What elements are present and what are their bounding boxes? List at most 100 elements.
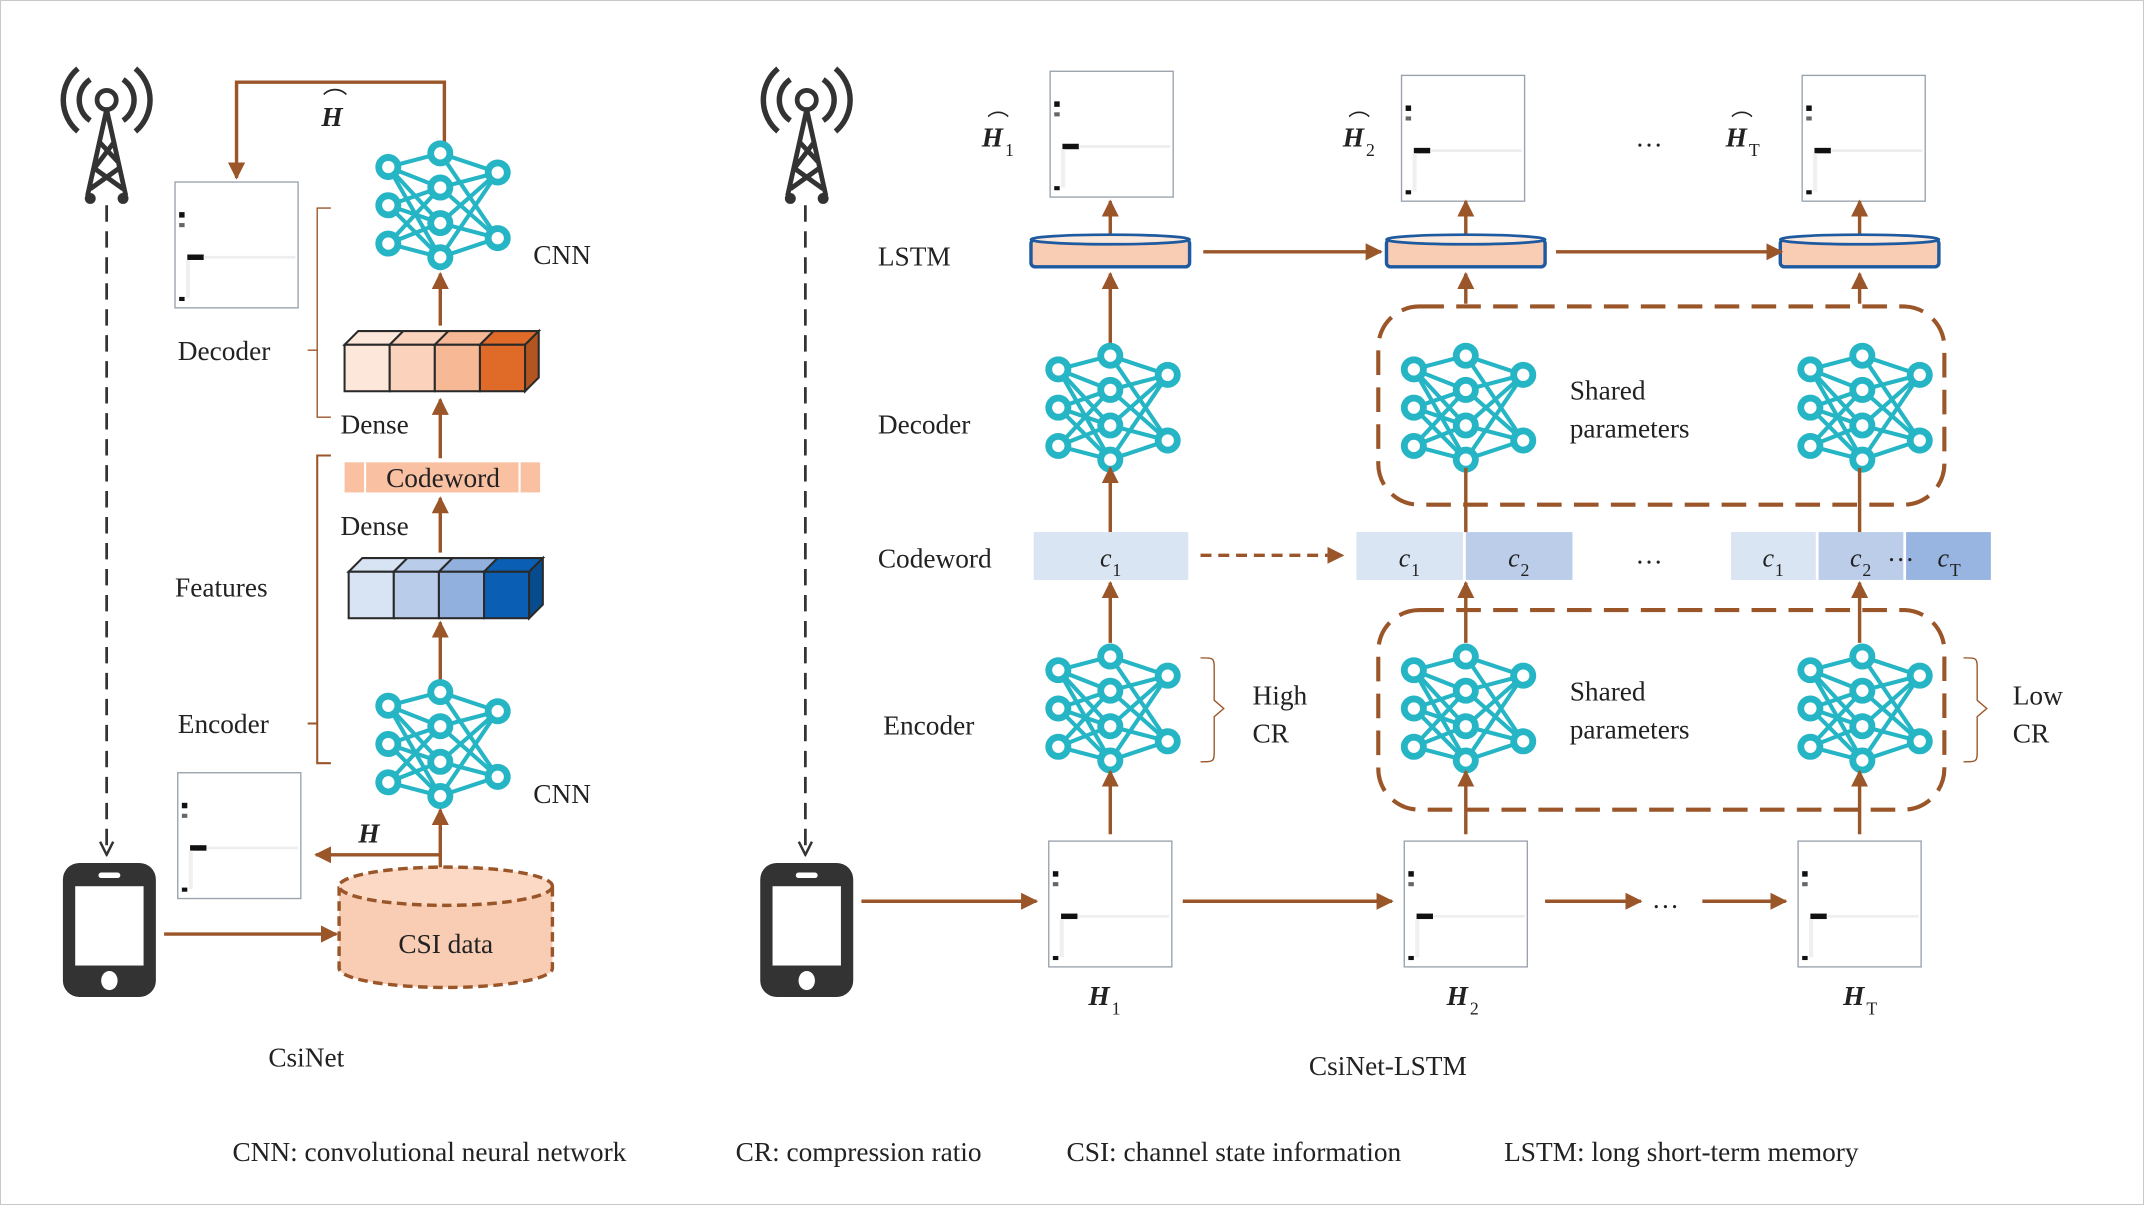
codeword-subscript: 1 [1411, 560, 1420, 580]
shared-params-decoder-line2: parameters [1570, 414, 1690, 444]
user-phone-icon-right [760, 862, 854, 997]
reconstructed-csi-image [173, 180, 300, 310]
features-label: Features [175, 572, 268, 602]
decoder-net-t [1801, 346, 1930, 469]
codeword-subscript: 2 [1862, 560, 1871, 580]
row-label-codeword: Codeword [878, 544, 992, 574]
svg-text:H: H [1725, 122, 1748, 152]
input-csi-image [176, 771, 303, 900]
row-label-lstm: LSTM [878, 241, 951, 271]
dense-bottom-label: Dense [340, 511, 408, 541]
low-cr-line1: Low [2013, 680, 2063, 710]
h-label: H [357, 818, 380, 848]
shared-params-encoder-line1: Shared [1570, 676, 1646, 706]
user-phone-icon [62, 862, 156, 997]
svg-text:H: H [1842, 981, 1865, 1011]
lstm-cells [1029, 233, 1941, 269]
low-cr-bracket [1963, 657, 1988, 763]
codeword-symbol: c [1850, 543, 1862, 572]
svg-text:⌒: ⌒ [987, 111, 1009, 135]
output-csi-image-t [1800, 74, 1927, 203]
codeword-symbol: c [1100, 543, 1112, 572]
svg-text:H: H [1087, 981, 1110, 1011]
encoder-cnn-icon [379, 682, 508, 805]
encoder-net-t [1801, 647, 1930, 770]
codeword-symbol: c [1508, 543, 1520, 572]
cube-face [392, 570, 440, 620]
output-label-2: ⌒ H 2 [1342, 111, 1375, 160]
legend-item-cr: CR: compression ratio [736, 1137, 982, 1167]
cube-face [343, 343, 391, 393]
cnn-top-label: CNN [533, 240, 591, 270]
decoder-cnn-icon [379, 144, 508, 267]
output-csi-image-2 [1400, 74, 1526, 203]
low-cr-line2: CR [2013, 719, 2050, 749]
output-label-t: ⌒ H T [1725, 111, 1760, 160]
cube-face [437, 570, 486, 620]
output-ellipsis: … [1635, 122, 1662, 152]
feedback-arrow [228, 80, 447, 180]
cube-face [478, 343, 527, 393]
decoder-net-1 [1049, 346, 1178, 469]
decoder-label: Decoder [178, 336, 271, 366]
row-label-encoder: Encoder [883, 710, 974, 740]
cnn-bottom-label: CNN [533, 779, 591, 809]
codeword-inner-ellipsis: … [1887, 537, 1914, 567]
right-panel: LSTM Decoder Codeword Encoder ⌒ H 1 ⌒ H … [760, 69, 2063, 1081]
legend-item-cnn: CNN: convolutional neural network [232, 1137, 626, 1167]
row-label-decoder: Decoder [878, 410, 971, 440]
output-csi-image-1 [1048, 69, 1175, 199]
encoder-bracket [307, 454, 331, 765]
decoder-bracket [307, 207, 331, 418]
base-station-icon-right [763, 69, 850, 203]
svg-text:H: H [1446, 981, 1469, 1011]
input-ellipsis: … [1652, 884, 1679, 914]
input-csi-image-2 [1402, 839, 1529, 969]
codeword-symbol: c [1938, 543, 1950, 572]
encoder-features-block [346, 555, 546, 621]
codeword-subscript: 1 [1112, 560, 1121, 580]
svg-text:2: 2 [1366, 140, 1375, 160]
codeword-subscript: T [1950, 560, 1961, 580]
shared-params-decoder-line1: Shared [1570, 375, 1646, 405]
cube-face [483, 570, 531, 620]
codeword-symbol: c [1763, 543, 1775, 572]
shared-decoder-box [1376, 304, 1947, 507]
hat-accent: ⌒ [323, 88, 348, 116]
left-codeword-bar [344, 462, 541, 493]
legend-item-csi: CSI: channel state information [1067, 1137, 1402, 1167]
codeword-label: Codeword [386, 463, 500, 493]
encoder-net-2 [1404, 647, 1533, 770]
csinet-lstm-caption: CsiNet-LSTM [1309, 1051, 1467, 1081]
shared-params-encoder-line2: parameters [1570, 715, 1690, 745]
cube-side [524, 328, 540, 394]
output-label-1: ⌒ H 1 [981, 111, 1014, 160]
base-station-icon [63, 69, 150, 203]
decoder-dense-block [342, 328, 542, 394]
input-csi-image-1 [1047, 839, 1174, 969]
high-cr-bracket [1200, 657, 1225, 763]
legend-item-lstm: LSTM: long short-term memory [1504, 1137, 1859, 1167]
left-panel: H ⌒ CNN Decoder Dense Codeword Dense Fea… [63, 69, 591, 1073]
input-label-1: H 1 [1087, 981, 1120, 1019]
input-label-2: H 2 [1446, 981, 1479, 1019]
codeword-symbol: c [1399, 543, 1411, 572]
svg-text:⌒: ⌒ [1348, 111, 1370, 135]
svg-text:1: 1 [1112, 999, 1121, 1019]
encoder-net-1 [1049, 647, 1178, 770]
cube-face [388, 343, 436, 393]
svg-text:1: 1 [1005, 140, 1014, 160]
codeword-subscript: 1 [1775, 560, 1784, 580]
legend: CNN: convolutional neural network CR: co… [232, 1137, 1858, 1167]
svg-text:⌒: ⌒ [1731, 111, 1753, 135]
high-cr-line1: High [1252, 680, 1307, 710]
codeword-subscript: 2 [1520, 560, 1529, 580]
csi-data-label: CSI data [398, 929, 493, 959]
